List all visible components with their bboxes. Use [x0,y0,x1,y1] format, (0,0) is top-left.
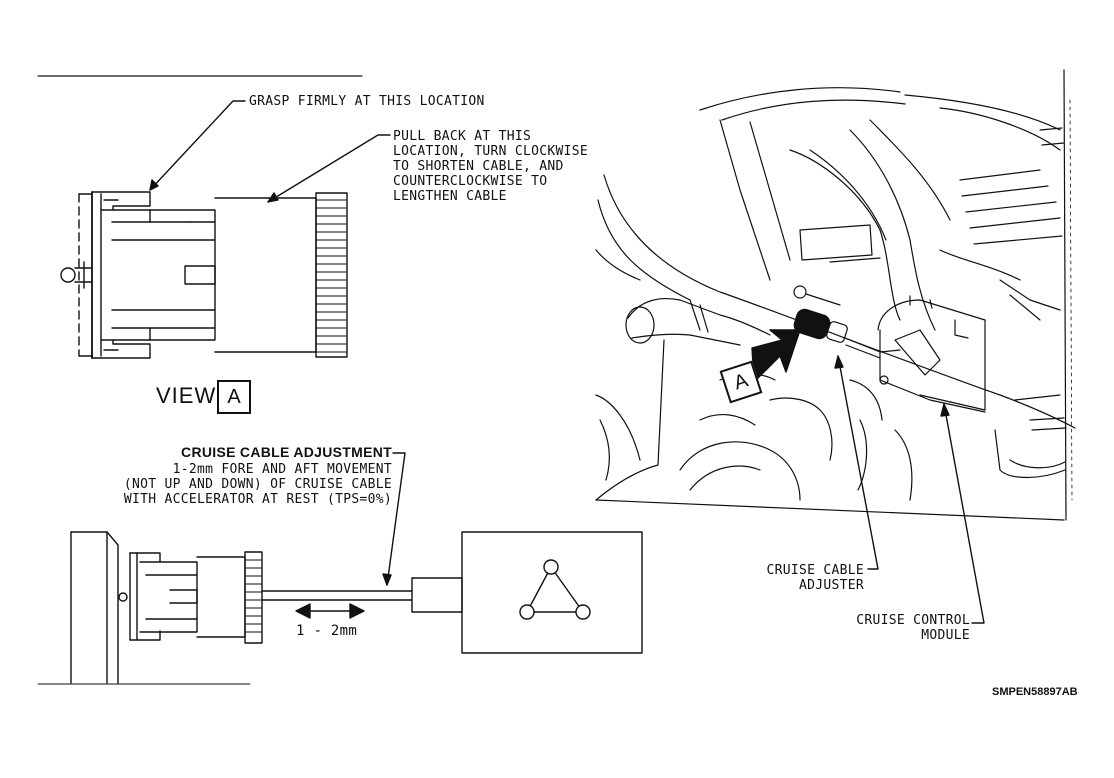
pull-back-label: PULL BACK AT THIS LOCATION, TURN CLOCKWI… [393,129,589,204]
view-title: VIEW [156,383,217,408]
cable-adjuster-3d [793,308,901,359]
figure-code: SMPEN58897AB [992,686,1078,698]
movement-arrow [295,603,365,619]
module-leader [940,403,985,624]
dash-perspective-view [595,69,1076,521]
grasp-leader [149,100,246,191]
adjustment-schematic [37,452,643,685]
adjustment-title: CRUISE CABLE ADJUSTMENT [181,444,392,460]
movement-label: 1 - 2mm [296,623,358,639]
view-letter-box: A [217,380,251,414]
adjustment-text: 1-2mm FORE AND AFT MOVEMENT (NOT UP AND … [123,462,392,507]
grasp-label: GRASP FIRMLY AT THIS LOCATION [249,94,485,109]
module-label: CRUISE CONTROL MODULE [856,613,970,643]
triangle-symbol-icon [519,559,591,620]
view-a-adjuster-detail [60,191,348,359]
adjuster-label: CRUISE CABLE ADJUSTER [766,563,864,593]
adjuster-leader [834,355,879,570]
cruise-module-3d [877,295,986,413]
view-arrow-icon [751,329,801,383]
pull-back-leader [267,134,391,203]
